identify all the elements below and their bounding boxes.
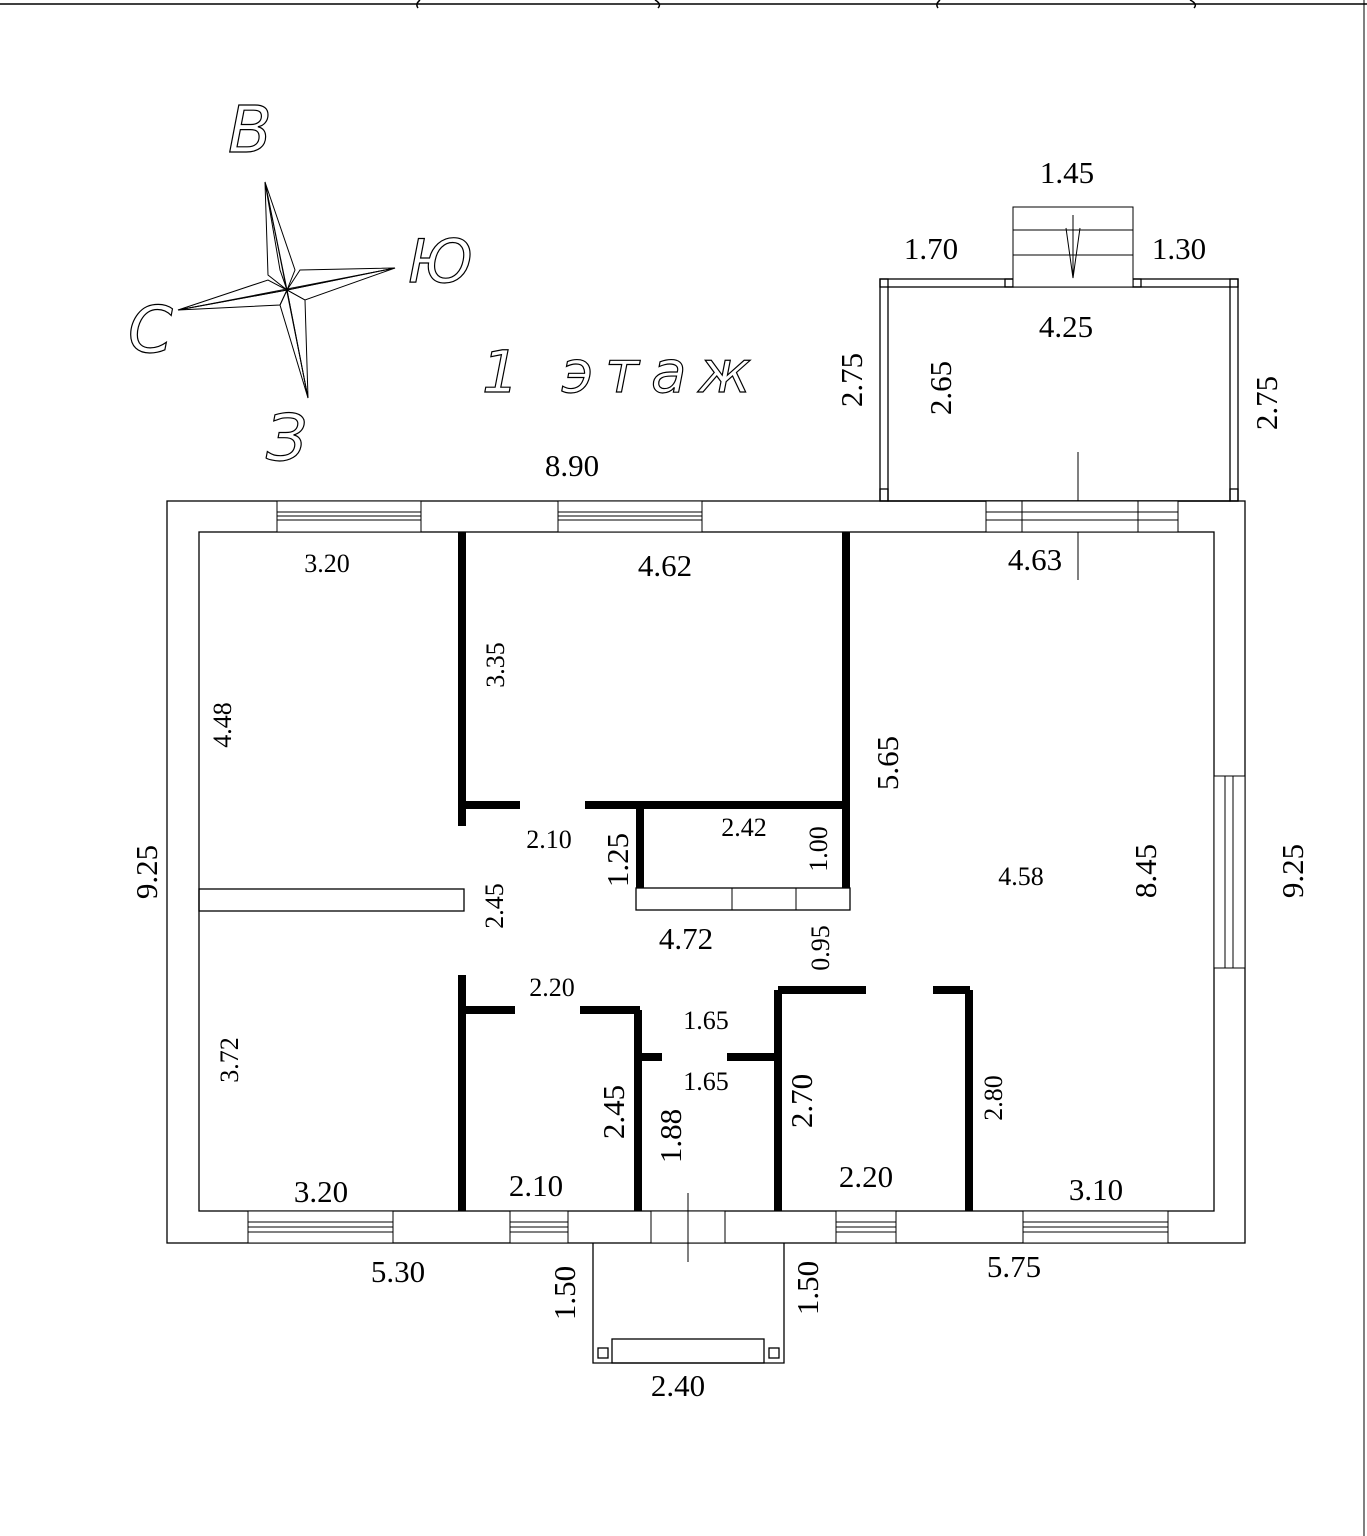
interior-wall-left (198, 888, 465, 912)
floor-title: 1 этаж (482, 338, 763, 406)
dim-room2-depth: 3.35 (481, 642, 510, 688)
dim-vest-depth: 1.88 (653, 1109, 688, 1163)
dim-room1-width: 3.20 (304, 549, 350, 578)
dim-room3-wall: 5.65 (870, 736, 905, 790)
dim-bath-width: 2.10 (509, 1168, 563, 1203)
window-top-1 (276, 500, 422, 533)
dim-terrace-width: 4.25 (1039, 309, 1093, 344)
window-right (1213, 775, 1246, 969)
dim-overall-right: 9.25 (1275, 844, 1310, 898)
window-bottom-2 (509, 1210, 569, 1244)
window-bottom-1 (247, 1210, 394, 1244)
window-bottom-4 (1022, 1210, 1169, 1244)
compass-rose-icon (177, 181, 396, 399)
dim-hall-length: 4.72 (659, 921, 713, 956)
compass-south-label: Ю (408, 227, 473, 297)
window-bottom-3 (835, 1210, 897, 1244)
dim-terrace-right-seg: 1.30 (1152, 231, 1206, 266)
closet-cabinet (635, 887, 851, 911)
dim-room3-depth: 8.45 (1128, 844, 1163, 898)
dim-corridor-gap: 0.95 (806, 925, 835, 971)
dim-bottom-left-length: 5.30 (371, 1254, 425, 1289)
interior-partitions (458, 532, 973, 1211)
dim-room7-depth: 2.80 (979, 1075, 1008, 1121)
entrance-door (650, 1193, 726, 1262)
dim-overall-left: 9.25 (129, 845, 164, 899)
compass-west-label: З (266, 402, 307, 476)
dim-top-left-length: 8.90 (545, 448, 599, 483)
dim-room1-depth: 4.48 (208, 702, 237, 748)
dim-closet-side: 1.00 (804, 826, 833, 872)
terrace-steps (1012, 206, 1134, 288)
dim-room3-mid: 4.58 (998, 862, 1044, 891)
dim-porch-left-depth: 1.50 (547, 1266, 582, 1320)
dim-porch-right-depth: 1.50 (790, 1261, 825, 1315)
dim-porch-width: 2.40 (651, 1368, 705, 1403)
dim-vest-width-b: 1.65 (683, 1067, 729, 1096)
entrance-porch (592, 1243, 785, 1364)
dim-closet-depth: 1.25 (600, 833, 635, 887)
dim-closet-width: 2.42 (721, 813, 767, 842)
dim-terrace-left-seg: 1.70 (904, 231, 958, 266)
window-top-2 (557, 500, 703, 533)
compass-east-label: В (228, 94, 272, 168)
dim-terrace-outer-right: 2.75 (1249, 376, 1284, 430)
dim-terrace-inner-depth: 2.65 (923, 361, 958, 415)
dim-porch-top: 1.45 (1040, 155, 1094, 190)
dim-room3-width: 4.63 (1008, 542, 1062, 577)
dim-vest-width-a: 1.65 (683, 1006, 729, 1035)
dim-hall-depth: 2.45 (480, 883, 509, 929)
dim-bath-depth: 2.45 (596, 1085, 631, 1139)
dim-bath-width-top: 2.20 (529, 973, 575, 1002)
dim-room4-width: 3.20 (294, 1174, 348, 1209)
compass-north-label: С (128, 294, 173, 368)
dim-terrace-outer-left: 2.75 (834, 353, 869, 407)
dim-room6-depth: 2.70 (784, 1074, 819, 1128)
dim-room6-width: 2.20 (839, 1159, 893, 1194)
dim-room7-width: 3.10 (1069, 1172, 1123, 1207)
outer-walls (166, 500, 1246, 1244)
terrace-door (985, 500, 1179, 533)
dim-hall-width-top: 2.10 (526, 825, 572, 854)
dim-room4-depth: 3.72 (215, 1037, 244, 1083)
dim-bottom-right-length: 5.75 (987, 1249, 1041, 1284)
dim-room2-width: 4.62 (638, 548, 692, 583)
